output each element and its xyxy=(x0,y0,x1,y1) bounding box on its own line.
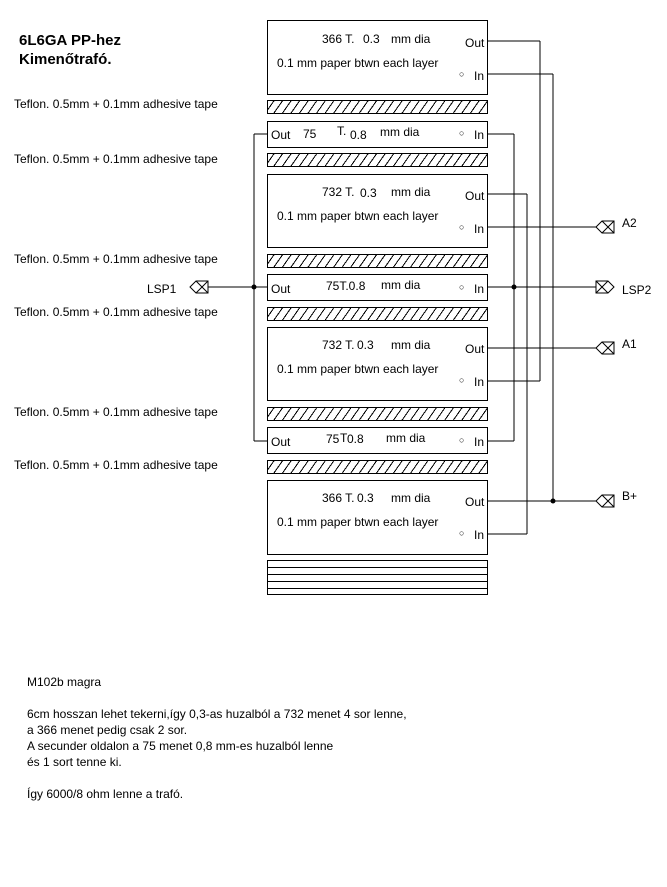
winding-wire: 0.8 xyxy=(350,128,367,142)
polarity-dot-icon: ○ xyxy=(459,69,465,79)
winding-wire: 0.3 xyxy=(357,491,374,505)
winding-note: 0.1 mm paper btwn each layer xyxy=(277,56,439,70)
tape-label: Teflon. 0.5mm + 0.1mm adhesive tape xyxy=(14,305,218,319)
winding-in-label: In xyxy=(474,222,485,236)
winding-wire: 0.3 xyxy=(363,32,380,46)
polarity-dot-icon: ○ xyxy=(459,375,465,385)
insulation-tape xyxy=(267,460,488,474)
terminal-a2-icon xyxy=(595,220,615,234)
winding-in-label: In xyxy=(474,69,485,83)
insulation-tape xyxy=(267,307,488,321)
terminal-a1-icon xyxy=(595,341,615,355)
winding-unit: mm dia xyxy=(380,125,420,139)
winding-unit: mm dia xyxy=(391,338,431,352)
winding-primary-4: 366 T. 0.3 mm dia 0.1 mm paper btwn each… xyxy=(267,480,488,555)
note-line: a 366 menet pedig csak 2 sor. xyxy=(27,723,188,737)
winding-wire: 0.3 xyxy=(360,186,377,200)
winding-out-label: Out xyxy=(271,282,291,296)
insulation-tape xyxy=(267,153,488,167)
title-line-1: 6L6GA PP-hez xyxy=(19,32,121,49)
winding-t: T xyxy=(340,431,348,445)
terminal-label-bplus: B+ xyxy=(622,489,638,503)
tape-label: Teflon. 0.5mm + 0.1mm adhesive tape xyxy=(14,405,218,419)
winding-in-label: In xyxy=(474,528,485,542)
terminal-lsp2-icon xyxy=(595,280,615,294)
note-conclusion: Így 6000/8 ohm lenne a trafó. xyxy=(27,787,184,801)
winding-secondary-3: Out 75 T 0.8 mm dia ○ In xyxy=(267,427,488,454)
winding-turns: 75 xyxy=(303,127,317,141)
coil-former-base xyxy=(267,560,488,595)
note-core: M102b magra xyxy=(27,675,102,689)
title-line-2: Kimenőtrafó. xyxy=(19,51,112,68)
diagram-title: 6L6GA PP-hez Kimenőtrafó. xyxy=(19,31,121,69)
terminal-label-a2: A2 xyxy=(622,216,637,230)
winding-unit: mm dia xyxy=(391,185,431,199)
winding-turns: 75 xyxy=(326,432,340,446)
winding-primary-2: 732 T. 0.3 mm dia 0.1 mm paper btwn each… xyxy=(267,174,488,248)
polarity-dot-icon: ○ xyxy=(459,528,465,538)
tape-label: Teflon. 0.5mm + 0.1mm adhesive tape xyxy=(14,97,218,111)
winding-in-label: In xyxy=(474,128,485,142)
note-line: és 1 sort tenne ki. xyxy=(27,755,122,769)
winding-out-label: Out xyxy=(465,189,485,203)
terminal-label-lsp1: LSP1 xyxy=(147,282,177,296)
insulation-tape xyxy=(267,100,488,114)
winding-note: 0.1 mm paper btwn each layer xyxy=(277,209,439,223)
terminal-lsp1-icon xyxy=(189,280,209,294)
winding-turns: 732 T. xyxy=(322,338,355,352)
winding-out-label: Out xyxy=(465,36,485,50)
winding-turns: 366 T. xyxy=(322,491,355,505)
winding-note: 0.1 mm paper btwn each layer xyxy=(277,515,439,529)
junction-dot xyxy=(511,284,517,290)
winding-unit: mm dia xyxy=(391,32,431,46)
winding-wire: 0.8 xyxy=(347,432,364,446)
junction-dot xyxy=(550,498,556,504)
winding-in-label: In xyxy=(474,282,485,296)
winding-turns-wire: 75T.0.8 xyxy=(326,279,366,293)
polarity-dot-icon: ○ xyxy=(459,222,465,232)
polarity-dot-icon: ○ xyxy=(459,282,465,292)
terminal-bplus-icon xyxy=(595,494,615,508)
winding-unit: mm dia xyxy=(381,278,421,292)
tape-label: Teflon. 0.5mm + 0.1mm adhesive tape xyxy=(14,458,218,472)
winding-primary-1: 366 T. 0.3 mm dia 0.1 mm paper btwn each… xyxy=(267,20,488,95)
junction-dot xyxy=(251,284,257,290)
winding-unit: mm dia xyxy=(386,431,426,445)
terminal-label-lsp2: LSP2 xyxy=(622,283,652,297)
tape-label: Teflon. 0.5mm + 0.1mm adhesive tape xyxy=(14,152,218,166)
winding-out-label: Out xyxy=(271,435,291,449)
polarity-dot-icon: ○ xyxy=(459,435,465,445)
winding-secondary-1: Out 75 T. 0.8 mm dia ○ In xyxy=(267,121,488,148)
winding-out-label: Out xyxy=(465,342,485,356)
winding-unit: mm dia xyxy=(391,491,431,505)
winding-in-label: In xyxy=(474,375,485,389)
winding-primary-3: 732 T. 0.3 mm dia 0.1 mm paper btwn each… xyxy=(267,327,488,401)
insulation-tape xyxy=(267,254,488,268)
winding-out-label: Out xyxy=(465,495,485,509)
insulation-tape xyxy=(267,407,488,421)
tape-label: Teflon. 0.5mm + 0.1mm adhesive tape xyxy=(14,252,218,266)
winding-note: 0.1 mm paper btwn each layer xyxy=(277,362,439,376)
winding-wire: 0.3 xyxy=(357,338,374,352)
winding-turns: 732 T. xyxy=(322,185,355,199)
terminal-label-a1: A1 xyxy=(622,337,637,351)
polarity-dot-icon: ○ xyxy=(459,128,465,138)
winding-t: T. xyxy=(337,124,347,138)
winding-secondary-2: Out 75T.0.8 mm dia ○ In xyxy=(267,274,488,301)
winding-turns: 366 T. xyxy=(322,32,355,46)
winding-in-label: In xyxy=(474,435,485,449)
winding-out-label: Out xyxy=(271,128,291,142)
note-line: 6cm hosszan lehet tekerni,így 0,3-as huz… xyxy=(27,707,407,721)
note-line: A secunder oldalon a 75 menet 0,8 mm-es … xyxy=(27,739,334,753)
